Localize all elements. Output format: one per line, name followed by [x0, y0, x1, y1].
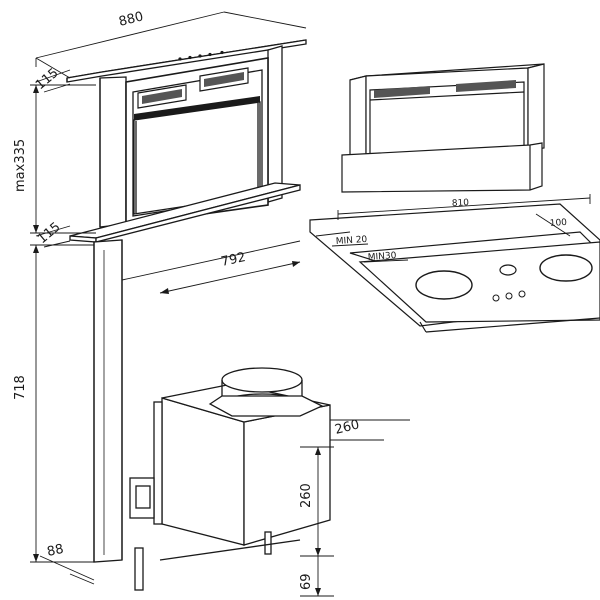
- motor-box: [129, 367, 331, 591]
- dim-base-depth: 88: [46, 542, 65, 560]
- dim-inset-min-front: MIN 20: [336, 235, 368, 247]
- dim-height-max: max335: [13, 139, 28, 192]
- dim-height-body: 718: [13, 375, 28, 400]
- dim-inset-width: 810: [452, 198, 470, 209]
- control-buttons-icon: [178, 50, 224, 61]
- inset-dimension-lines: [315, 194, 591, 263]
- hood-top-panel: [66, 39, 307, 83]
- dimension-lines: [30, 11, 410, 597]
- dim-motor-offset: 69: [299, 573, 314, 590]
- dim-inset-depth: 100: [550, 218, 568, 229]
- dim-motor-height: 260: [299, 483, 314, 508]
- dimension-arrows: [33, 85, 321, 596]
- hood-body-column: [93, 239, 123, 563]
- dim-motor-depth: 260: [333, 417, 361, 438]
- burner-center-icon: [499, 264, 517, 276]
- dim-width-top: 880: [117, 9, 145, 30]
- dim-width-cutout: 792: [220, 250, 247, 270]
- burner-right-icon: [539, 254, 593, 282]
- burner-left-icon: [415, 270, 473, 300]
- vent-slot-left-icon: [137, 84, 187, 109]
- vent-slot-right-icon: [199, 67, 249, 92]
- inset-cooktop-view: [309, 203, 600, 333]
- dim-depth-base: 115: [35, 220, 64, 247]
- cooktop-knobs-icon: [492, 290, 526, 302]
- dim-inset-min-side: MIN30: [368, 251, 398, 263]
- inset-hood-view: [341, 63, 545, 193]
